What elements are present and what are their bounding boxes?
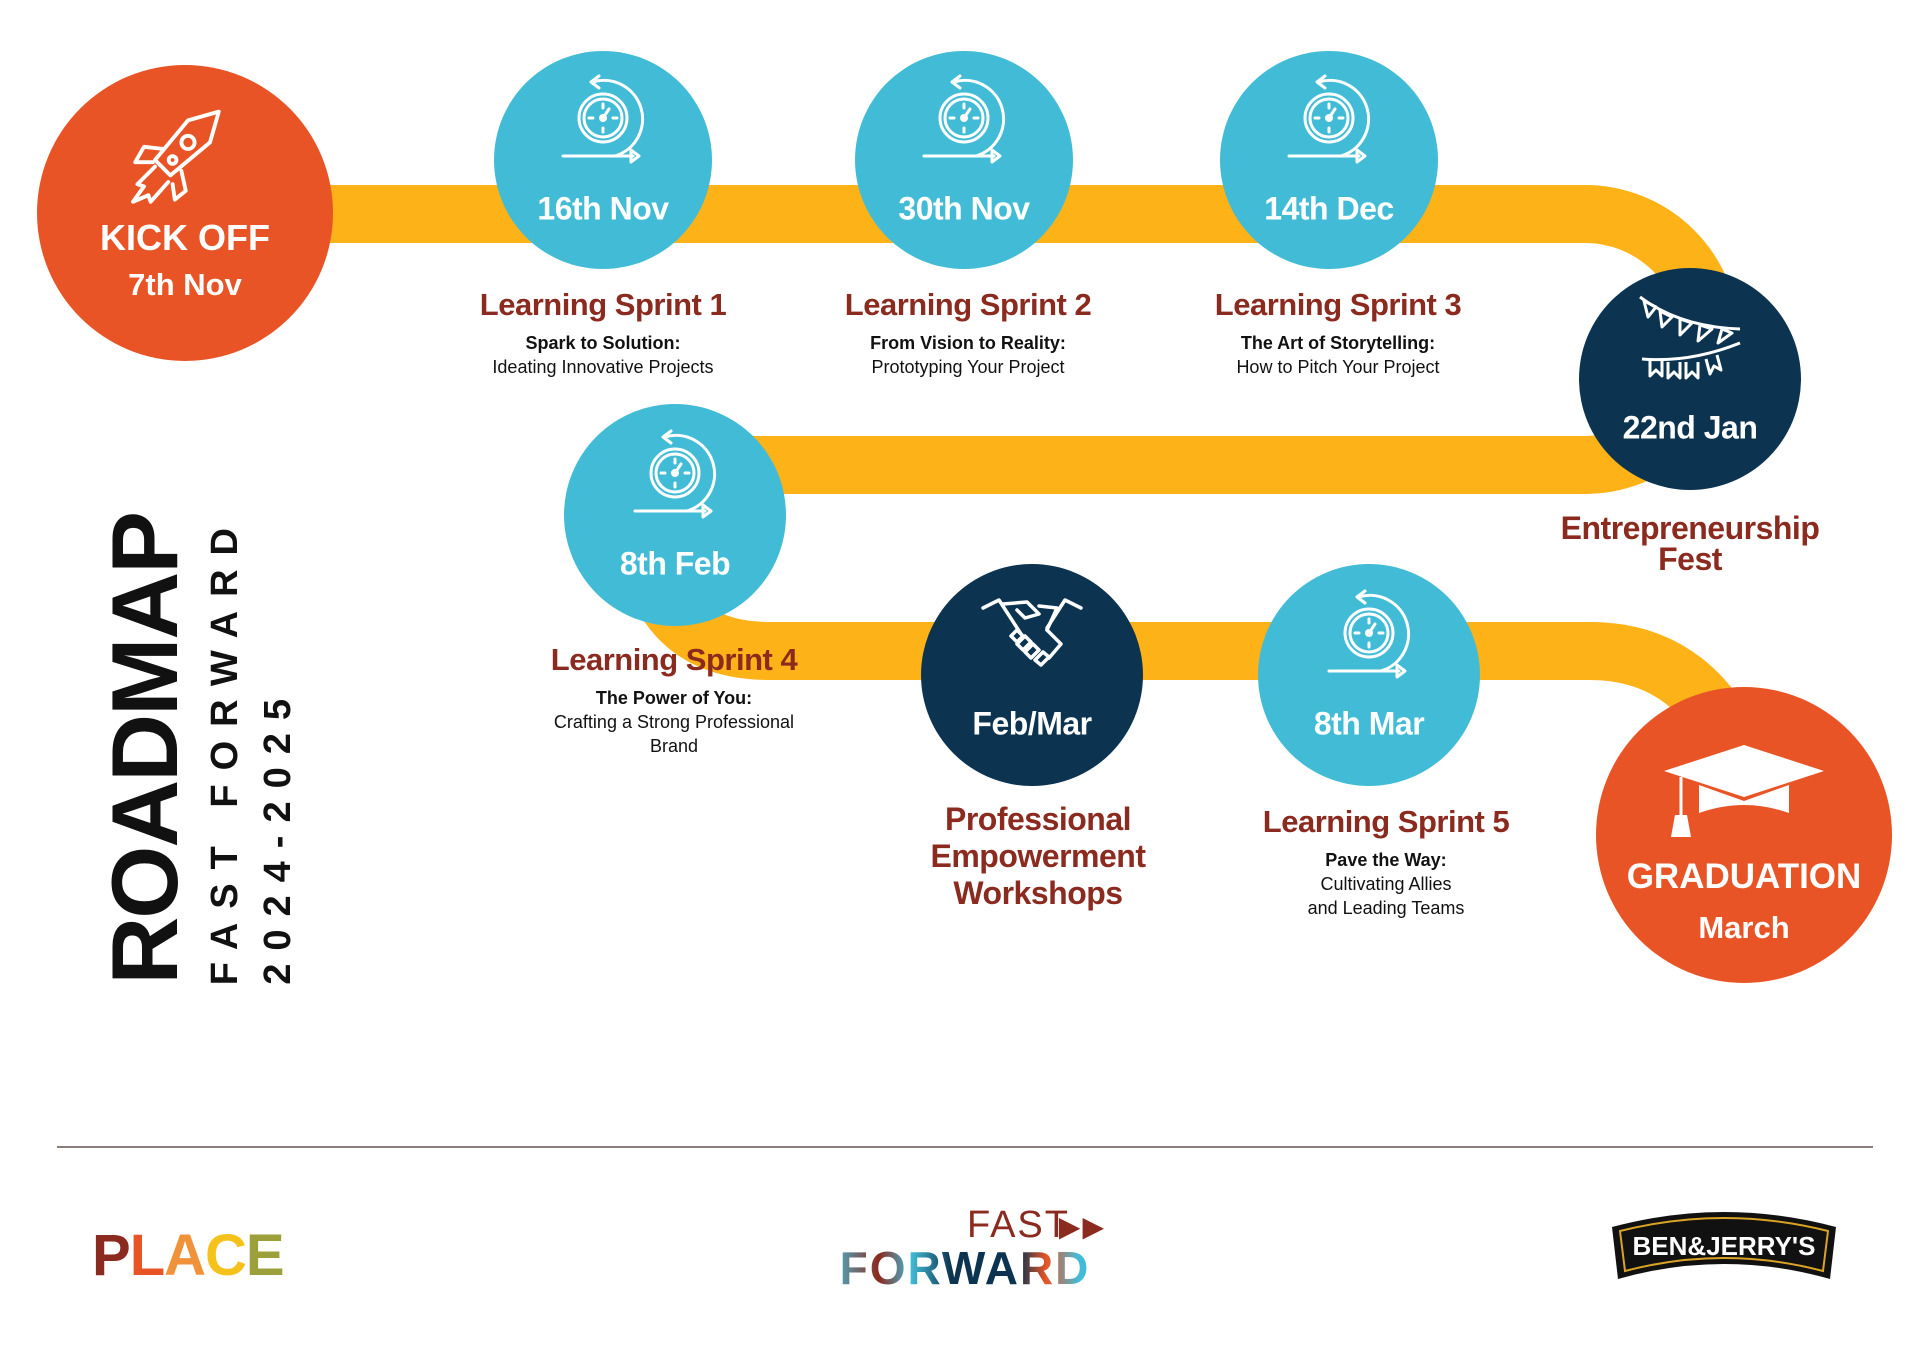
place-logo: PLACE [92, 1222, 285, 1289]
logo-text: FAST [966, 1204, 1070, 1246]
sprint-4-description-line: Crafting a Strong Professional [553, 712, 795, 732]
fast-forward-logo: FAST▶▶ FORWARD [830, 1204, 1104, 1291]
sprint-2-date: 30th Nov [898, 190, 1030, 227]
sprint-5-description-line: Cultivating Allies [1320, 874, 1452, 894]
entrepreneurship-fest-title-line: Entrepreneurship [1560, 510, 1820, 546]
sprint-4-description-line: Brand [649, 736, 699, 756]
kickoff-date: 7th Nov [128, 267, 242, 302]
sprint-cycle-icon [625, 423, 725, 523]
sprint-3-title: Learning Sprint 3 [1214, 287, 1462, 322]
sprint-2-subtitle: From Vision to Reality: [870, 333, 1066, 353]
sprint-4-title: Learning Sprint 4 [550, 642, 798, 677]
entrepreneurship-fest-caption: Entrepreneurship Fest [1480, 510, 1900, 577]
graduation-label: GRADUATION [1626, 857, 1862, 896]
sprint-3-caption: Learning Sprint 3 The Art of Storytellin… [1128, 287, 1548, 379]
kickoff-milestone: KICK OFF 7th Nov [37, 65, 333, 361]
workshops-caption: Professional Empowerment Workshops [828, 801, 1248, 912]
workshops-date: Feb/Mar [972, 705, 1092, 742]
fast-forward-logo-line1: FAST▶▶ [830, 1204, 1104, 1246]
graduation-cap-icon [1664, 745, 1824, 837]
sprint-1-title: Learning Sprint 1 [479, 287, 727, 322]
sprint-4-subtitle: The Power of You: [595, 688, 753, 708]
kickoff-label: KICK OFF [100, 217, 270, 258]
sprint-5-subtitle: Pave the Way: [1325, 850, 1447, 870]
handshake-icon [981, 598, 1083, 667]
sprint-2-milestone: 30th Nov [855, 51, 1073, 269]
graduation-date: March [1698, 910, 1790, 945]
sprint-3-date: 14th Dec [1264, 190, 1394, 227]
sprint-3-milestone: 14th Dec [1220, 51, 1438, 269]
logo-letter: P [92, 1223, 131, 1288]
sprint-4-milestone: 8th Feb [564, 404, 786, 626]
sprint-2-caption: Learning Sprint 2 From Vision to Reality… [758, 287, 1178, 379]
sprint-cycle-icon [1279, 68, 1379, 168]
sprint-3-description: How to Pitch Your Project [1236, 357, 1440, 377]
sprint-5-milestone: 8th Mar [1258, 564, 1480, 786]
sprint-4-date: 8th Feb [619, 545, 731, 582]
entrepreneurship-fest-milestone: 22nd Jan [1579, 268, 1801, 490]
program-name: FAST FORWARD [204, 513, 246, 985]
sprint-cycle-icon [553, 68, 653, 168]
workshops-title-line: Professional [944, 801, 1132, 837]
sprint-5-date: 8th Mar [1313, 705, 1425, 742]
logo-letter: L [129, 1223, 165, 1288]
sprint-cycle-icon [914, 68, 1014, 168]
logo-letter: A [164, 1223, 206, 1288]
workshops-title-line: Workshops [953, 875, 1123, 911]
sprint-2-title: Learning Sprint 2 [844, 287, 1092, 322]
entrepreneurship-fest-date: 22nd Jan [1622, 409, 1758, 446]
fast-forward-logo-line2: FORWARD [830, 1245, 1100, 1291]
sprint-5-title: Learning Sprint 5 [1262, 804, 1510, 839]
sprint-cycle-icon [1319, 583, 1419, 683]
footer-divider [57, 1146, 1873, 1148]
sprint-1-date: 16th Nov [537, 190, 669, 227]
sprint-5-description-line: and Leading Teams [1307, 898, 1465, 918]
sprint-1-subtitle: Spark to Solution: [525, 333, 681, 353]
sprint-3-subtitle: The Art of Storytelling: [1240, 333, 1436, 353]
logo-letter: E [245, 1223, 285, 1288]
bunting-icon [1639, 295, 1741, 380]
entrepreneurship-fest-title-line: Fest [1658, 541, 1722, 577]
roadmap-title: ROADMAP [92, 513, 197, 985]
rocket-icon [131, 109, 221, 204]
sprint-1-milestone: 16th Nov [494, 51, 712, 269]
ben-and-jerrys-logo-text: BEN&JERRY'S [1633, 1231, 1816, 1261]
workshops-title-line: Empowerment [930, 838, 1146, 874]
program-years: 2024-2025 [257, 686, 299, 985]
sprint-4-caption: Learning Sprint 4 The Power of You: Craf… [464, 642, 884, 758]
logo-letter: C [205, 1223, 247, 1288]
sprint-5-caption: Learning Sprint 5 Pave the Way: Cultivat… [1176, 804, 1596, 920]
sprint-1-description: Ideating Innovative Projects [492, 357, 714, 377]
workshops-milestone: Feb/Mar [921, 564, 1143, 786]
graduation-milestone: GRADUATION March [1596, 687, 1892, 983]
ben-and-jerrys-logo: BEN&JERRY'S [1612, 1212, 1836, 1279]
fast-forward-arrows-icon: ▶▶ [1058, 1211, 1106, 1242]
sprint-1-caption: Learning Sprint 1 Spark to Solution: Ide… [393, 287, 813, 379]
sprint-2-description: Prototyping Your Project [871, 357, 1065, 377]
